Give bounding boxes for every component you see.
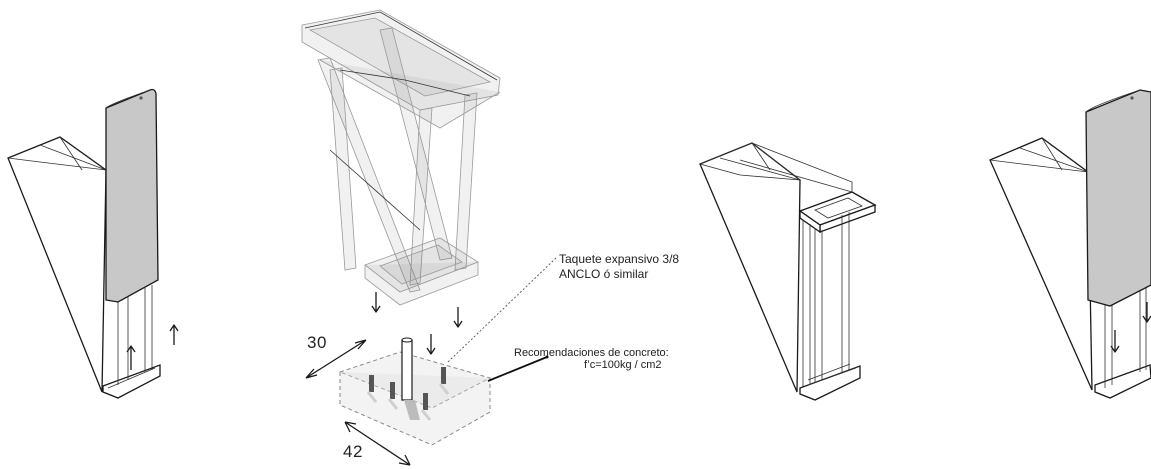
down-arrow-right (453, 307, 463, 328)
dimension-arrow-42 (344, 421, 411, 466)
pedestal-figure-3 (698, 142, 877, 401)
down-arrow-center (426, 334, 436, 355)
exploded-frame (301, 9, 501, 306)
concrete-slab (338, 337, 492, 446)
dimension-label-42: 42 (343, 442, 363, 461)
concrete-label-line2: f’c=100kg / cm2 (584, 359, 662, 371)
dimension-arrow-30 (305, 339, 367, 379)
dimension-label-30: 30 (307, 333, 327, 352)
down-arrow-left (371, 292, 381, 313)
up-arrow (169, 324, 179, 345)
concrete-label-line1: Recomendaciones de concreto: (514, 347, 669, 359)
anchor-label-line1: Taquete expansivo 3/8 (559, 252, 680, 266)
pedestal-figure-1 (7, 88, 161, 399)
pedestal-figure-4 (989, 89, 1151, 399)
anchor-leader-line (447, 257, 557, 363)
anchor-label-line2: ANCLO ó similar (559, 267, 649, 281)
concrete-leader-line (487, 356, 548, 382)
